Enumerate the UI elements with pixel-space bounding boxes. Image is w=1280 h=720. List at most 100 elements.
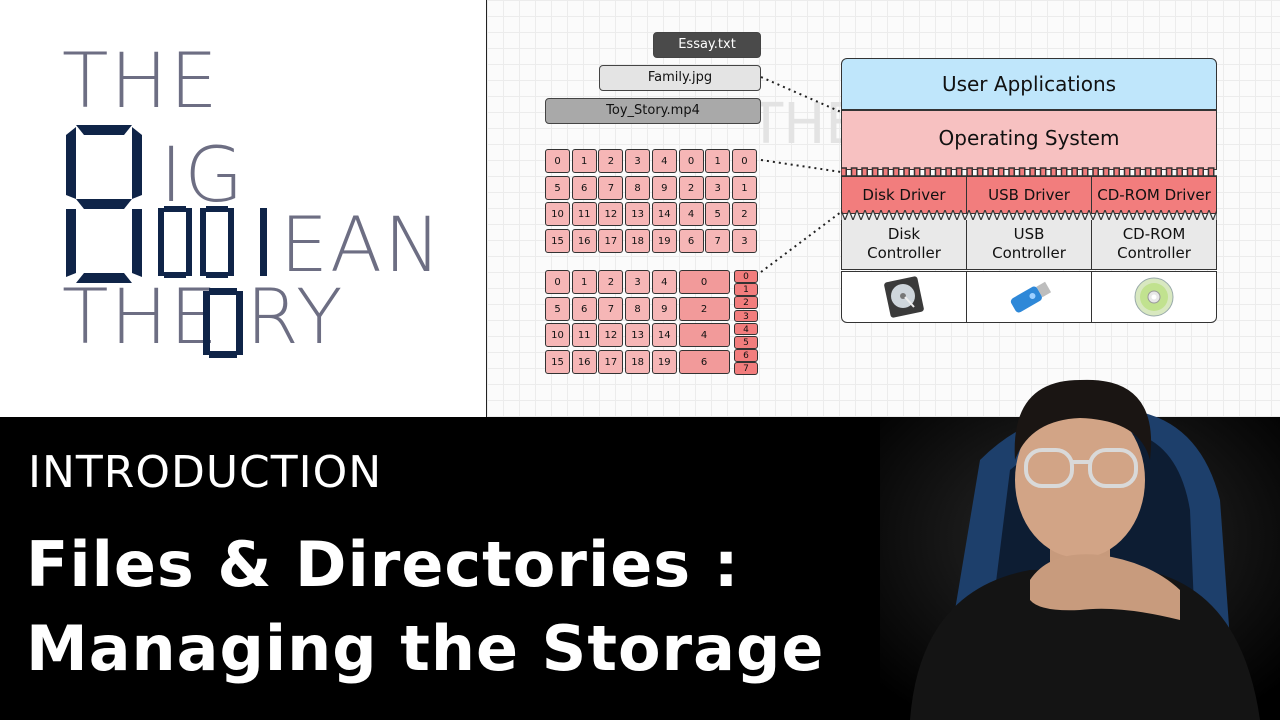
cdrom-controller-box: CD-ROM Controller (1091, 220, 1217, 270)
usb-drive-icon (1010, 281, 1052, 313)
block-cell: 9 (651, 175, 677, 200)
block-cell: 4 (651, 270, 677, 294)
block-cell: 7 (598, 296, 624, 321)
disk-controller-label-2: Controller (867, 244, 941, 262)
block-cell: 6 (571, 175, 597, 200)
disk-driver-label: Disk Driver (862, 186, 946, 204)
block-cell: 13 (625, 202, 651, 226)
block-cell: 2 (678, 175, 704, 200)
cdrom-controller-label-2: Controller (1117, 244, 1191, 262)
usb-controller-label-2: Controller (992, 244, 1066, 262)
block-cell: 0 (545, 270, 570, 294)
usb-controller-box: USB Controller (966, 220, 1092, 270)
side-block-cell: 0 (734, 270, 758, 283)
block-cell: 17 (598, 349, 624, 374)
block-cell: 18 (625, 349, 651, 374)
cd-disc-slot (1091, 271, 1217, 323)
block-cell: 1 (731, 175, 757, 200)
block-cell: 1 (571, 149, 597, 173)
user-applications-label: User Applications (941, 72, 1117, 96)
block-cell: 10 (545, 202, 570, 226)
block-cell: 10 (545, 323, 570, 347)
title-line-2: Managing the Storage (26, 612, 825, 685)
merged-block-cell: 4 (678, 323, 730, 347)
block-cell: 3 (731, 228, 757, 253)
cdrom-controller-label-1: CD-ROM (1122, 225, 1186, 243)
logo-panel: THE IG EAN THE RY (0, 0, 486, 417)
cd-disc-icon (1134, 277, 1174, 317)
merged-block-cell: 6 (678, 349, 730, 374)
block-cell: 14 (651, 202, 677, 226)
block-cell: 12 (598, 202, 624, 226)
panel-divider (486, 0, 487, 417)
side-block-cell: 1 (734, 283, 758, 296)
block-cell: 12 (598, 323, 624, 347)
disk-controller-label-1: Disk (887, 225, 921, 243)
block-cell: 6 (571, 296, 597, 321)
connector-lines (760, 76, 842, 273)
file-tag-toy-story: Toy_Story.mp4 (545, 98, 761, 124)
side-block-cell: 6 (734, 349, 758, 362)
block-cell: 8 (625, 175, 651, 200)
logo-ean: EAN (280, 200, 443, 289)
side-block-cell: 5 (734, 336, 758, 349)
block-cell: 7 (598, 175, 624, 200)
intro-label: INTRODUCTION (28, 447, 383, 498)
block-cell: 4 (651, 149, 677, 173)
logo-theory-post: RY (246, 272, 345, 361)
hard-disk-slot (841, 271, 967, 323)
logo-theory-pre: THE (62, 272, 220, 361)
user-applications-box: User Applications (841, 58, 1217, 110)
presenter-photo (880, 379, 1280, 720)
block-cell: 3 (705, 175, 731, 200)
block-cell: 16 (571, 228, 597, 253)
block-cell: 17 (598, 228, 624, 253)
cdrom-driver-label: CD-ROM Driver (1097, 186, 1211, 204)
block-cell: 19 (651, 349, 677, 374)
block-cell: 0 (678, 149, 704, 173)
usb-drive-slot (966, 271, 1092, 323)
disk-controller-box: Disk Controller (841, 220, 967, 270)
driver-controller-zigzag (841, 210, 1217, 222)
logo-theory-zero (203, 288, 243, 358)
file-tag-essay: Essay.txt (653, 32, 761, 58)
title-line-1: Files & Directories : (26, 528, 740, 601)
disk-driver-box: Disk Driver (841, 176, 967, 214)
usb-driver-label: USB Driver (988, 186, 1070, 204)
block-cell: 9 (651, 296, 677, 321)
block-cell: 5 (545, 296, 570, 321)
block-cell: 14 (651, 323, 677, 347)
block-cell: 13 (625, 323, 651, 347)
side-block-cell: 4 (734, 322, 758, 336)
block-cell: 5 (705, 202, 731, 226)
operating-system-box: Operating System (841, 110, 1217, 170)
block-cell: 15 (545, 349, 570, 374)
os-driver-notch (841, 167, 1217, 176)
merged-block-cell: 0 (678, 270, 730, 294)
block-cell: 18 (625, 228, 651, 253)
logo-the: THE (62, 36, 220, 125)
block-cell: 2 (598, 149, 624, 173)
block-cell: 1 (705, 149, 731, 173)
block-cell: 0 (545, 149, 570, 173)
side-block-cell: 3 (734, 309, 758, 323)
block-cell: 7 (705, 228, 731, 253)
block-cell: 2 (598, 270, 624, 294)
block-cell: 15 (545, 228, 570, 253)
logo-big-b (66, 125, 142, 283)
side-block-cell: 2 (734, 296, 758, 309)
usb-controller-label-1: USB (1013, 225, 1045, 243)
block-cell: 3 (625, 270, 651, 294)
block-cell: 6 (678, 228, 704, 253)
operating-system-label: Operating System (938, 126, 1120, 150)
block-cell: 3 (625, 149, 651, 173)
side-block-cell: 7 (734, 362, 758, 375)
block-cell: 8 (625, 296, 651, 321)
block-cell: 16 (571, 349, 597, 374)
block-cell: 19 (651, 228, 677, 253)
block-cell: 0 (731, 149, 757, 173)
cdrom-driver-box: CD-ROM Driver (1091, 176, 1217, 214)
block-cell: 1 (571, 270, 597, 294)
block-cell: 11 (571, 323, 597, 347)
file-tag-family: Family.jpg (599, 65, 761, 91)
